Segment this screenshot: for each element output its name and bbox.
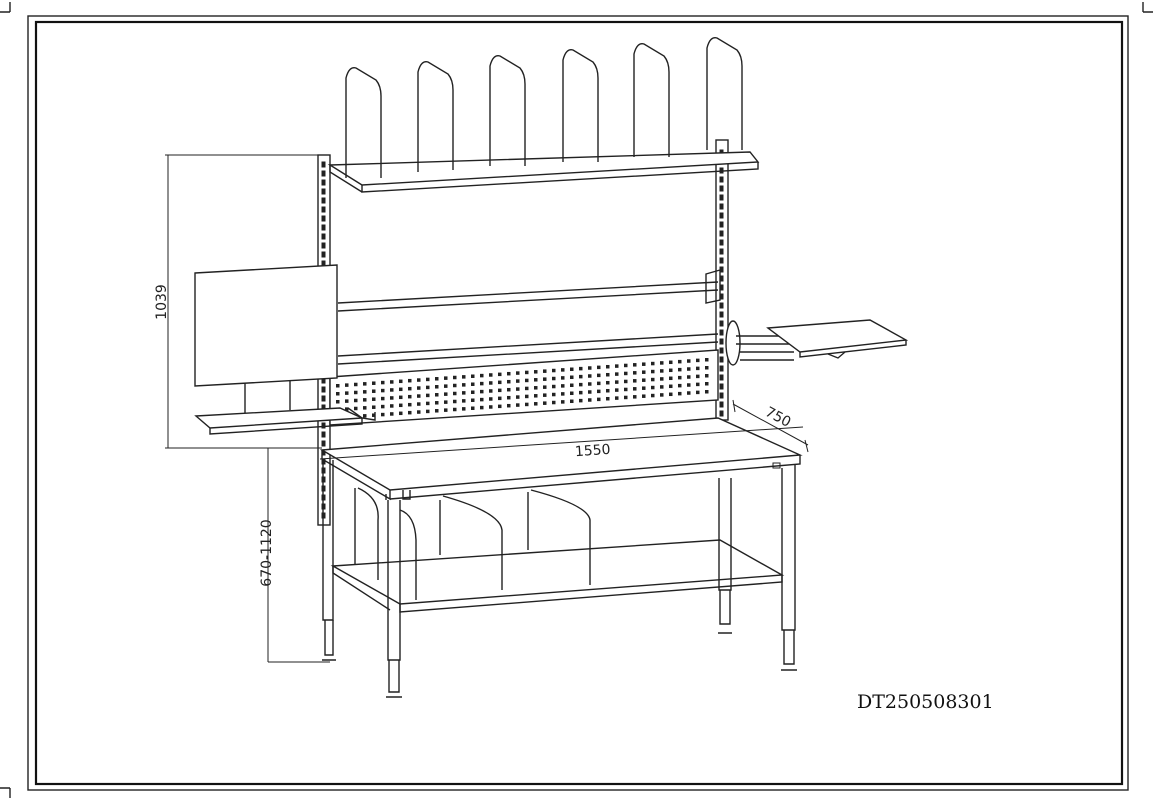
monitor-panel	[194, 264, 338, 413]
table-frame	[322, 460, 797, 698]
crossbars	[337, 269, 721, 365]
dim-height-upper: 1039	[154, 284, 170, 320]
pegboard-panel	[329, 349, 719, 426]
left-tray	[194, 407, 376, 435]
dim-width: 1550	[574, 442, 611, 460]
top-shelf	[327, 151, 760, 193]
shelf-dividers	[345, 37, 743, 178]
drawing-code: DT250508301	[857, 691, 994, 713]
right-upright	[715, 139, 729, 421]
dim-depth: 750	[762, 404, 793, 431]
outer-frame	[27, 15, 1129, 791]
table-top	[319, 417, 803, 501]
dim-height-table: 670-1120	[259, 519, 275, 586]
dimension-lines	[165, 154, 809, 663]
side-arm-tray	[725, 319, 909, 366]
inner-frame	[34, 20, 1124, 786]
